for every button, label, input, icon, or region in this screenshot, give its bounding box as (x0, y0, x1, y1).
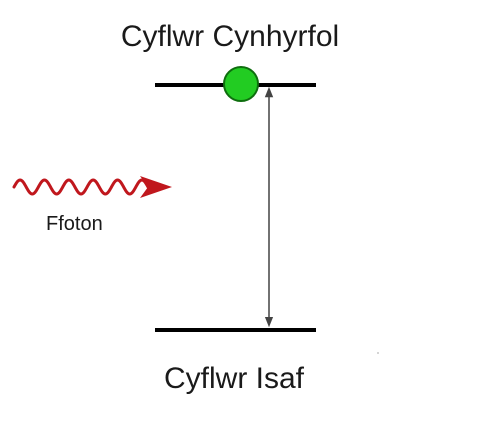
electron-icon (223, 66, 259, 102)
photon-wave (12, 178, 150, 196)
stray-dot (377, 352, 379, 354)
photon-arrowhead (140, 176, 172, 198)
photon-label: Ffoton (46, 213, 103, 235)
photon-arrow-icon (12, 176, 172, 198)
excited-level-label: Cyflwr Cynhyrfol (120, 20, 340, 53)
ground-level-label: Cyflwr Isaf (163, 362, 304, 395)
